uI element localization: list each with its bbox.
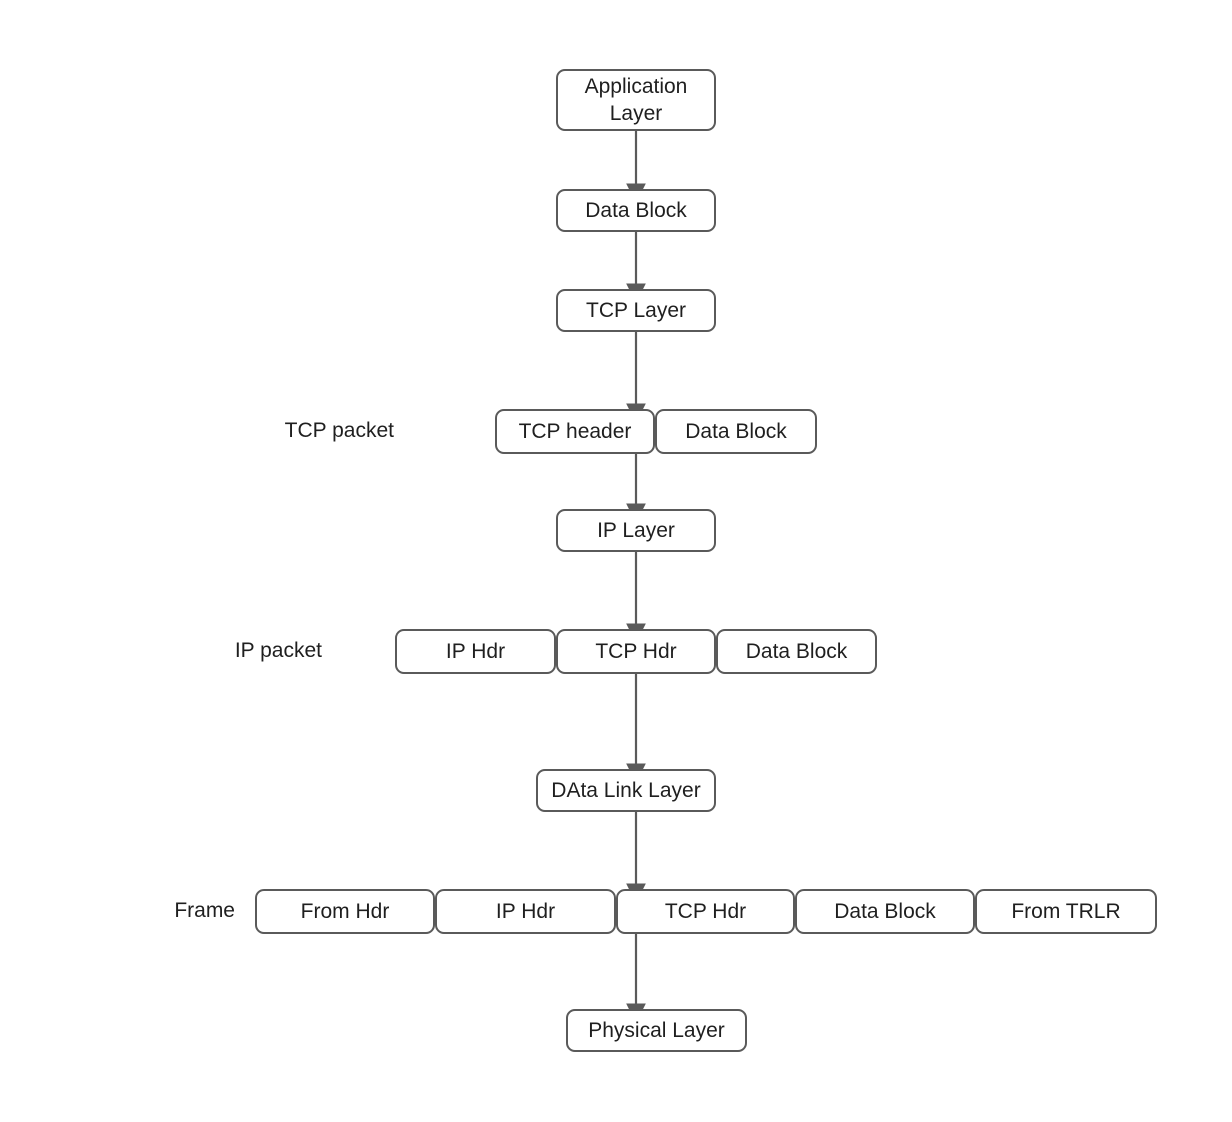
row-label-frame: Frame (75, 899, 235, 923)
segment-ip-data-block-label: Data Block (745, 639, 848, 663)
packet-strip-frame: From Hdr IP Hdr TCP Hdr Data Block From … (255, 889, 1157, 934)
packet-strip-tcp: TCP header Data Block (495, 409, 817, 454)
segment-ip-data-block: Data Block (716, 629, 877, 674)
segment-frame-data-block-label: Data Block (834, 899, 936, 923)
node-data-link-layer: DAta Link Layer (536, 769, 716, 812)
row-label-tcp-packet: TCP packet (214, 419, 394, 443)
segment-frame-ip-hdr: IP Hdr (435, 889, 616, 934)
segment-frame-from-hdr: From Hdr (255, 889, 435, 934)
application-layer-label-line1: Application (584, 74, 688, 98)
segment-ip-hdr-label: IP Hdr (445, 639, 506, 663)
application-layer-label-line2: Layer (609, 102, 663, 125)
node-tcp-layer: TCP Layer (556, 289, 716, 332)
segment-frame-tcp-hdr: TCP Hdr (616, 889, 795, 934)
segment-frame-from-trlr-label: From TRLR (1011, 899, 1121, 923)
node-ip-layer: IP Layer (556, 509, 716, 552)
segment-frame-from-hdr-label: From Hdr (300, 899, 390, 923)
node-application-layer: Application Layer (556, 69, 716, 131)
physical-layer-label: Physical Layer (588, 1018, 725, 1042)
packet-strip-ip: IP Hdr TCP Hdr Data Block (395, 629, 877, 674)
segment-ip-tcp-hdr-label: TCP Hdr (595, 639, 677, 663)
row-label-ip-packet: IP packet (142, 639, 322, 663)
data-block-label: Data Block (585, 198, 687, 222)
segment-ip-hdr: IP Hdr (395, 629, 556, 674)
tcp-layer-label: TCP Layer (586, 298, 686, 322)
segment-ip-tcp-hdr: TCP Hdr (556, 629, 716, 674)
node-physical-layer: Physical Layer (566, 1009, 747, 1052)
segment-tcp-data-block-label: Data Block (685, 419, 787, 443)
ip-layer-label: IP Layer (597, 518, 675, 542)
segment-frame-tcp-hdr-label: TCP Hdr (664, 899, 747, 923)
segment-tcp-data-block: Data Block (655, 409, 817, 454)
segment-frame-data-block: Data Block (795, 889, 975, 934)
segment-tcp-header: TCP header (495, 409, 655, 454)
segment-frame-ip-hdr-label: IP Hdr (495, 899, 556, 923)
frame-label-text: Frame (174, 899, 235, 922)
ip-packet-label-text: IP packet (234, 639, 322, 662)
data-link-layer-label: DAta Link Layer (551, 778, 701, 802)
tcp-packet-label-text: TCP packet (284, 419, 394, 442)
segment-tcp-header-label: TCP header (518, 419, 632, 443)
node-data-block: Data Block (556, 189, 716, 232)
segment-frame-from-trlr: From TRLR (975, 889, 1157, 934)
